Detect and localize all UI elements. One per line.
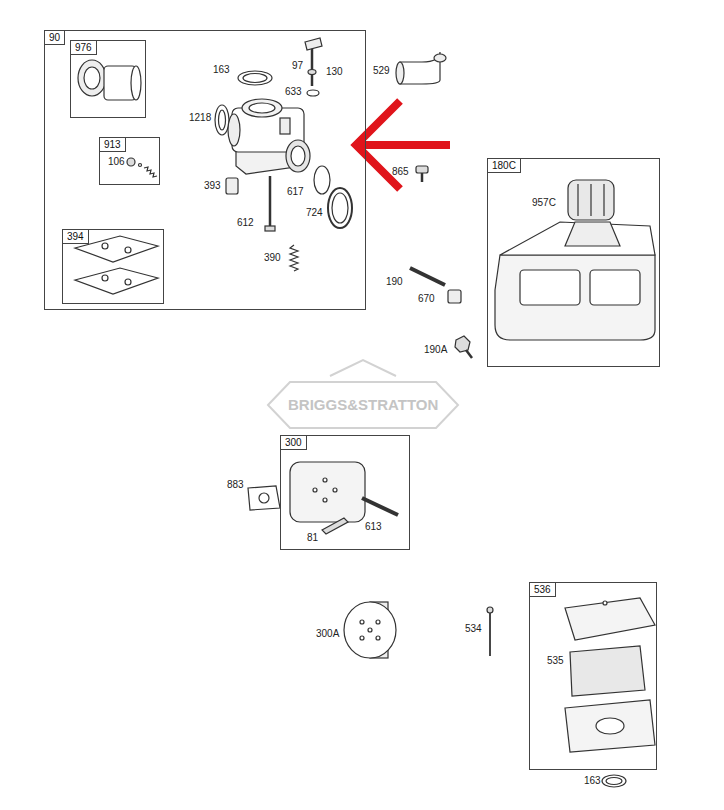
group-number: 536 <box>529 582 556 597</box>
screw <box>416 166 428 182</box>
callout-number: 612 <box>237 217 254 229</box>
parts-group-box: 394 <box>62 229 164 304</box>
callout-number: 535 <box>547 655 564 667</box>
gasket-set <box>75 236 158 294</box>
group-number: 976 <box>70 40 97 55</box>
callout-number: 393 <box>204 180 221 192</box>
air-cleaner <box>565 598 655 752</box>
callout-number: 390 <box>264 252 281 264</box>
group-number: 913 <box>99 137 126 152</box>
choke-shaft <box>305 38 322 96</box>
bolt <box>410 268 445 285</box>
round-muffler <box>344 602 396 658</box>
o-ring <box>314 166 330 194</box>
callout-number: 957C <box>532 197 556 209</box>
callout-number: 670 <box>418 293 435 305</box>
carburetor <box>228 99 310 174</box>
parts-group-box: 976 <box>70 40 146 118</box>
callout-number: 190 <box>386 276 403 288</box>
group-number: 180C <box>487 158 521 173</box>
callout-number: 529 <box>373 65 390 77</box>
bolt <box>455 336 472 358</box>
callout-number: 633 <box>285 86 302 98</box>
screw <box>487 607 493 656</box>
o-ring <box>602 775 626 787</box>
group-number: 90 <box>44 30 65 45</box>
callout-number: 883 <box>227 479 244 491</box>
callout-number: 81 <box>307 532 318 544</box>
callout-number: 865 <box>392 166 409 178</box>
group-number: 394 <box>62 229 89 244</box>
parts-group-box: 536 <box>529 582 657 770</box>
sleeve <box>448 290 461 303</box>
o-ring <box>238 71 272 85</box>
watermark-outline <box>268 360 458 428</box>
callout-number: 130 <box>326 66 343 78</box>
callout-number: 97 <box>292 60 303 72</box>
callout-number: 163 <box>213 64 230 76</box>
callout-number: 300A <box>316 628 339 640</box>
fuel-tank <box>495 180 655 340</box>
parts-group-box: 90 976 913 394 <box>44 30 366 310</box>
pointer-arrow <box>356 101 450 189</box>
watermark: BRIGGS&STRATTON <box>288 396 438 414</box>
callout-number: 534 <box>465 623 482 635</box>
gasket <box>248 486 280 510</box>
muffler <box>290 462 398 534</box>
callout-number: 106 <box>108 156 125 168</box>
nozzle <box>226 178 238 194</box>
gasket-ring <box>215 105 229 135</box>
needle-kit <box>127 158 157 177</box>
callout-number: 190A <box>424 344 447 356</box>
parts-group-box: 180C <box>487 158 660 367</box>
callout-number: 617 <box>287 186 304 198</box>
elbow <box>396 52 446 84</box>
callout-number: 613 <box>365 521 382 533</box>
spring <box>290 245 298 271</box>
seal-ring <box>328 188 352 228</box>
callout-number: 724 <box>306 207 323 219</box>
intake-tube <box>78 60 141 100</box>
callout-number: 1218 <box>189 112 211 124</box>
parts-group-box: 300 <box>280 435 410 550</box>
screw <box>269 176 272 228</box>
group-number: 300 <box>280 435 307 450</box>
callout-number: 163 <box>584 775 601 787</box>
